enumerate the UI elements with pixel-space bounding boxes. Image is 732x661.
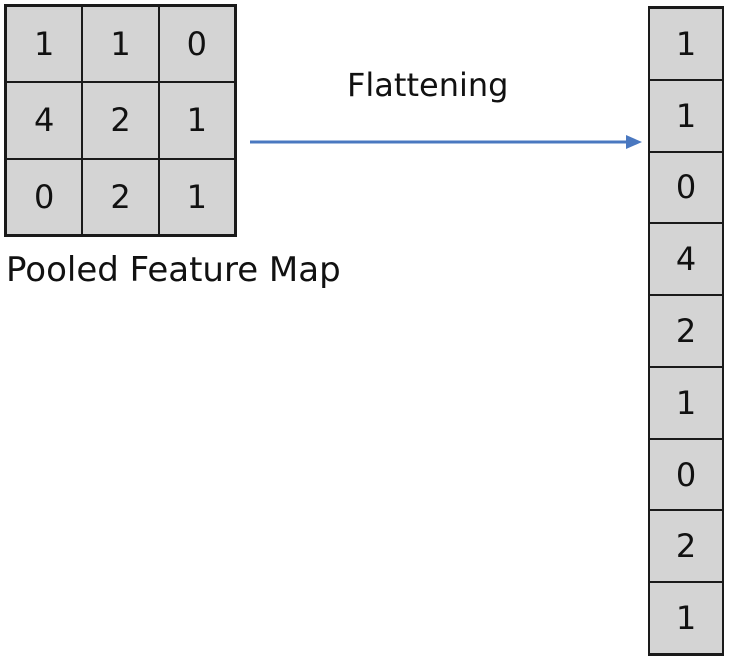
grid-cell: 1	[6, 6, 83, 83]
pooled-feature-map-grid: 1 1 0 4 2 1 0 2 1	[4, 4, 237, 237]
arrow-head	[626, 135, 642, 149]
flattening-arrow-icon	[250, 135, 642, 149]
grid-cell: 0	[158, 6, 235, 83]
grid-cell: 1	[82, 6, 159, 83]
grid-cell: 4	[6, 82, 83, 159]
vector-cell: 2	[650, 295, 722, 367]
vector-cell: 1	[650, 582, 722, 655]
vector-cell: 4	[650, 223, 722, 296]
vector-cell: 1	[650, 79, 722, 152]
pooled-feature-map-caption: Pooled Feature Map	[6, 250, 341, 290]
grid-cell: 2	[82, 158, 159, 235]
vector-cell: 0	[650, 438, 722, 511]
vector-cell: 1	[650, 8, 722, 80]
grid-cell: 1	[158, 82, 235, 159]
vector-cell: 0	[650, 151, 722, 224]
vector-cell: 2	[650, 510, 722, 583]
vector-cell: 1	[650, 366, 722, 439]
flattened-vector: 1 1 0 4 2 1 0 2 1	[648, 6, 724, 656]
grid-cell: 0	[6, 158, 83, 235]
grid-cell: 1	[158, 158, 235, 235]
flattening-label: Flattening	[347, 66, 509, 104]
grid-cell: 2	[82, 82, 159, 159]
